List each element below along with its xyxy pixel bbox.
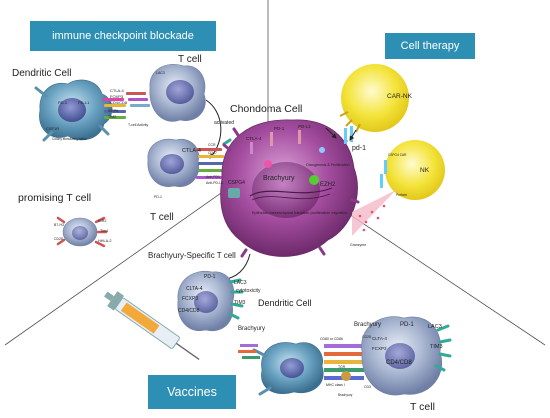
label-hhla2: HHLA-2 [98, 239, 112, 243]
car-nk-cell [339, 64, 409, 133]
label-t-cell-mid: T cell [150, 212, 174, 223]
label-foxp3-top: FOXP3 [110, 94, 124, 99]
label-dendritic-cell-top: Dendritic Cell [12, 68, 71, 79]
label-foxp3-vac: FCXP3 [182, 296, 198, 302]
nk-cell [380, 140, 445, 200]
checkpoint-receptors [102, 92, 150, 119]
label-pd1-vac: PD-1 [204, 274, 216, 280]
banner-cell-therapy: Cell therapy [385, 33, 475, 59]
t-cell-mid [147, 138, 234, 187]
label-perforin: Perforin [396, 193, 407, 197]
label-cd4cd8-vac: CD4/CD8 [178, 308, 200, 314]
cspg4-receptor [228, 188, 240, 198]
label-ctla4-mid: CTLA-4 [182, 148, 201, 154]
label-sirpa: SIRPA [108, 109, 119, 113]
immune-synapse-bars [238, 344, 364, 381]
syringe-icon [104, 291, 200, 360]
label-brachyury-center: Brachyury [263, 175, 295, 182]
label-anti-pdl1: Anti-PD-L1 [206, 181, 223, 185]
label-cd47: CD47 [208, 151, 217, 155]
label-pd1-dc: PD-1 [58, 100, 68, 105]
label-cd80: CD80 or CD86 [320, 337, 343, 341]
label-ctla4-center: CTLA-4 [246, 136, 262, 141]
dendritic-cell-top [34, 79, 113, 142]
label-pdl1-dc: PD-L1 [78, 100, 90, 105]
label-cspg4-car: CSPG4 CAR [388, 153, 407, 157]
label-lac3-r: LAC3 [428, 324, 442, 330]
t-cell-bottom [361, 316, 452, 396]
label-cd28: CD28 [54, 237, 63, 241]
label-tim4: Tim4 [100, 229, 108, 233]
label-lac3-vac: LAC3 [234, 280, 247, 286]
brachyury-t-cell [177, 270, 244, 332]
label-tcr: TCR [338, 365, 346, 369]
label-csf-factor: Colony stimulating factor [52, 137, 88, 141]
dendritic-cell-bottom [252, 342, 324, 396]
label-cytotoxicity: cytotoxicity [236, 288, 261, 294]
label-brachyury-right: Brachyury [354, 322, 381, 328]
label-ezh2: EZH2 [320, 182, 336, 188]
label-t-cell-top: T cell [178, 54, 202, 65]
label-ccr: CCR [208, 143, 216, 147]
chordoma-cell [220, 119, 360, 258]
label-csf1r: CSF1R [46, 126, 59, 131]
label-ctla4-top: CTLA-4 [110, 88, 125, 93]
banner-vaccines: Vaccines [148, 375, 236, 409]
label-promising-t-cell: promising T cell [18, 192, 91, 204]
label-ctla4-r: CLTA-4 [372, 336, 387, 341]
granzyme-wedge [352, 190, 396, 236]
label-brachyury-left: Brachyury [238, 326, 265, 332]
label-granzyme: Granzyme [350, 243, 366, 247]
label-pd1-therapy: pd-1 [352, 145, 366, 152]
label-pd1-center: PD-1 [274, 126, 285, 131]
label-pdl1-center: PD-L1 [298, 124, 311, 129]
label-cd4cd8-r: CD4/CD8 [386, 360, 412, 366]
label-kir2: KIR2 [98, 219, 106, 223]
label-cd4cd8-top: CD4/CD8 [110, 100, 128, 105]
label-b7h3: B7-H3 [54, 223, 64, 227]
label-activated: activated [214, 120, 234, 126]
label-tim3-vac: TIM3 [234, 300, 246, 306]
label-emt: Epithelial–mesenchymal transition prolif… [252, 211, 347, 215]
label-anti-pd1: Anti-PD1 [206, 175, 220, 179]
label-cd28-vac: CD28 [362, 335, 371, 339]
label-t-cell-activity: T-cell Activity [128, 123, 148, 127]
label-car-nk: CAR-NK [387, 93, 413, 100]
label-ctla4-vac: CLTA-4 [186, 286, 203, 292]
label-chondoma-cell: Chondoma Cell [230, 103, 302, 115]
car-nk-receptors [325, 126, 357, 144]
car-nk-body [341, 64, 409, 132]
label-pd1-r: PD-1 [400, 322, 414, 328]
label-pd1-small: PD-1 [154, 195, 162, 199]
label-oncogenic: Oncogenesis & Proliferation [306, 163, 349, 167]
label-lac3-top: LAC3 [156, 71, 165, 75]
label-mhc: MHC class I [326, 383, 345, 387]
label-t-cell-bottom: T cell [410, 401, 435, 413]
t-cell-top [149, 64, 206, 122]
promising-t-cell [56, 216, 108, 248]
activated-arrow [205, 99, 222, 159]
label-tim3-r: TIM3 [430, 344, 443, 350]
label-foxp3-r: FCXP3 [372, 346, 387, 351]
banner-immune-checkpoint: immune checkpoint blockade [30, 21, 216, 51]
label-tim3-top: TIM3 [108, 115, 116, 119]
label-brachyury-small: Brachyury [338, 393, 353, 397]
label-nk: NK [420, 167, 430, 174]
label-dendritic-cell-bottom: Dendritic Cell [258, 298, 312, 308]
label-cspg4: CSPG4 [228, 180, 245, 186]
nk-body [385, 140, 445, 200]
label-cd3: CD3 [364, 385, 371, 389]
label-brachyury-t-cell: Brachyury-Specific T cell [148, 251, 236, 260]
